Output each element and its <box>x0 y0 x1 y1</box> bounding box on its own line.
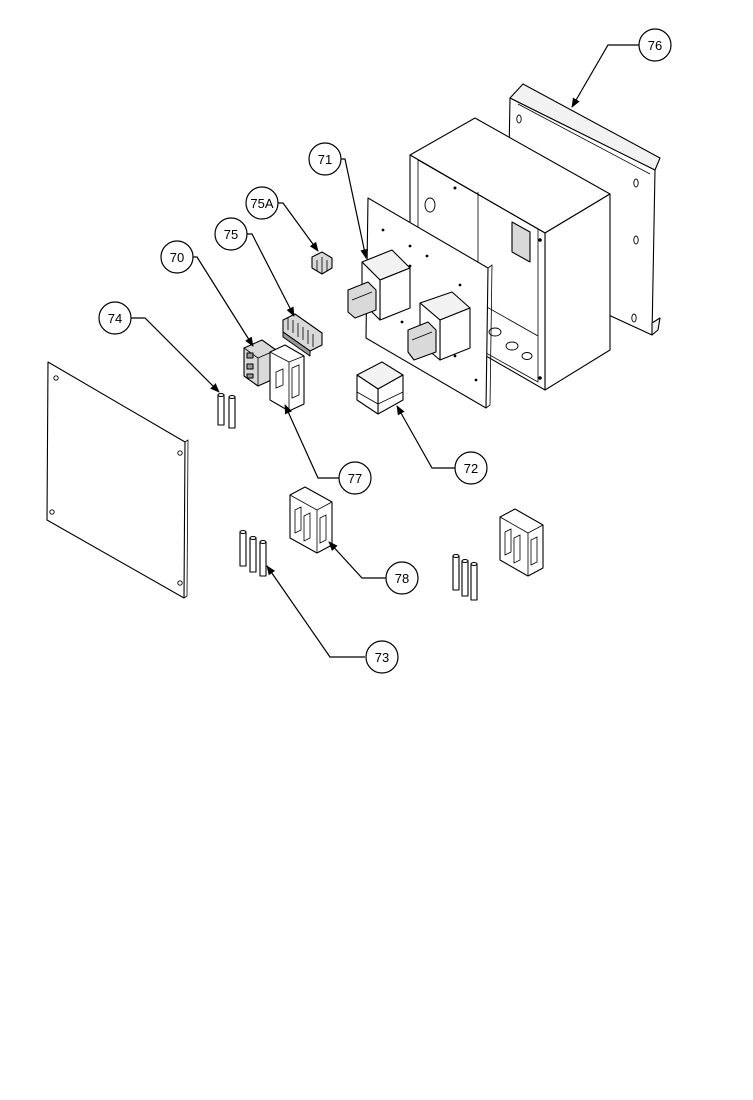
callout-label: 76 <box>648 38 662 53</box>
part-73-fuses-right <box>452 553 478 601</box>
leader-71 <box>340 158 368 259</box>
part-77-cover-guard <box>269 344 305 412</box>
callout-71: 71 <box>308 142 342 176</box>
leader-74 <box>130 317 220 393</box>
callout-label: 70 <box>170 250 184 265</box>
part-78-guard-left <box>289 486 333 554</box>
callout-label: 72 <box>464 461 478 476</box>
callout-72: 72 <box>454 451 488 485</box>
leader-76 <box>571 44 639 108</box>
callout-78: 78 <box>385 561 419 595</box>
part-71-back-panel <box>347 197 493 409</box>
callout-label: 75 <box>224 227 238 242</box>
callout-75: 75 <box>214 217 248 251</box>
leader-73 <box>266 565 365 658</box>
transformer-2 <box>407 291 471 361</box>
callout-73: 73 <box>365 640 399 674</box>
part-72-block <box>356 361 404 415</box>
part-78-guard-right <box>499 508 544 577</box>
part-75-terminal-strip <box>282 313 323 357</box>
callout-76: 76 <box>638 28 672 62</box>
leader-78 <box>328 541 386 579</box>
transformer-1 <box>347 249 411 321</box>
callout-label: 78 <box>395 571 409 586</box>
callout-bubble <box>160 240 194 274</box>
front-cover-panel <box>46 361 189 599</box>
callout-bubble <box>365 640 399 674</box>
callout-74: 74 <box>98 301 132 335</box>
leader-70 <box>193 256 254 347</box>
part-73-fuses-left <box>239 529 267 577</box>
callout-bubble <box>245 186 279 220</box>
part-74-fuses <box>217 392 236 429</box>
callout-label: 75A <box>250 196 273 211</box>
callout-bubble <box>385 561 419 595</box>
callout-bubble <box>338 461 372 495</box>
leader-75 <box>247 233 295 317</box>
callout-label: 73 <box>375 650 389 665</box>
leader-77 <box>284 404 339 479</box>
callout-bubble <box>454 451 488 485</box>
callout-bubble <box>308 142 342 176</box>
leader-72 <box>396 405 455 469</box>
callout-70: 70 <box>160 240 194 274</box>
callout-75a: 75A <box>245 186 279 220</box>
callout-77: 77 <box>338 461 372 495</box>
leader-lines <box>130 44 639 658</box>
callout-label: 71 <box>318 152 332 167</box>
callout-label: 77 <box>348 471 362 486</box>
callout-bubble <box>98 301 132 335</box>
callout-bubble <box>638 28 672 62</box>
part-75a-terminal-block <box>311 251 333 275</box>
callout-label: 74 <box>108 311 122 326</box>
leader-75a <box>278 202 319 252</box>
callout-bubble <box>214 217 248 251</box>
